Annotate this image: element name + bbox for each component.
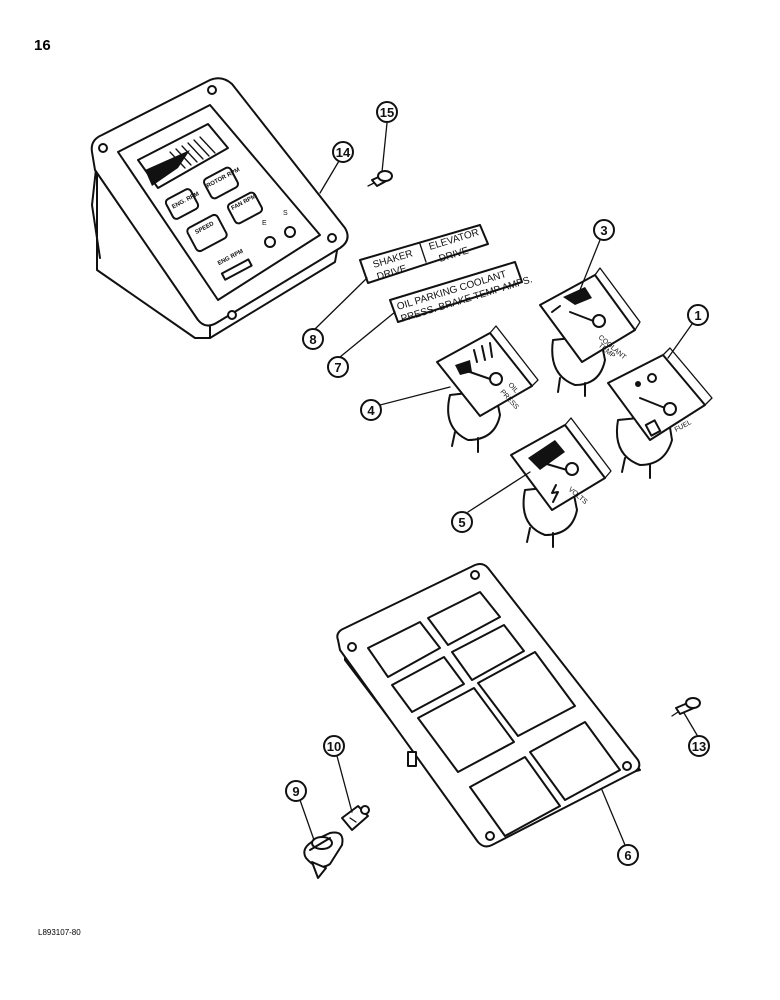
svg-text:5: 5 xyxy=(458,515,465,530)
leader-lines xyxy=(299,122,698,846)
fuel-gauge: FUEL xyxy=(607,347,713,479)
svg-text:10: 10 xyxy=(327,739,341,754)
svg-text:4: 4 xyxy=(367,403,375,418)
screw-13 xyxy=(671,697,701,717)
e-indicator-label: E xyxy=(262,220,267,227)
page-number: 16 xyxy=(34,37,51,54)
callout-8: 8 xyxy=(302,328,324,350)
panel-openings xyxy=(367,591,621,837)
svg-text:6: 6 xyxy=(624,848,631,863)
svg-text:15: 15 xyxy=(380,105,394,120)
rotor-rpm-button xyxy=(203,166,239,200)
callout-9: 9 xyxy=(285,780,307,802)
volts-gauge: VOLTS xyxy=(510,417,612,548)
callout-5: 5 xyxy=(451,511,473,533)
eng-rpm-button xyxy=(164,188,200,220)
svg-text:7: 7 xyxy=(334,360,341,375)
coolant-temp-gauge: COOLANT TEMP xyxy=(539,267,641,397)
callout-13: 13 xyxy=(688,735,710,757)
gauge-decal: OIL PARKING COOLANT PRESS. BRAKE TEMP AM… xyxy=(389,261,534,325)
svg-text:9: 9 xyxy=(292,784,299,799)
bulb-10 xyxy=(341,805,370,831)
s-indicator-label: S xyxy=(283,210,288,217)
callout-3: 3 xyxy=(593,219,615,241)
svg-text:1: 1 xyxy=(694,308,701,323)
gauge-panel xyxy=(336,563,641,848)
drive-decal: SHAKER DRIVE ELEVATOR DRIVE xyxy=(359,224,489,284)
speed-button xyxy=(186,213,228,253)
s-lamp xyxy=(284,226,296,238)
svg-text:13: 13 xyxy=(692,739,706,754)
screw-15 xyxy=(367,170,393,187)
callout-7: 7 xyxy=(327,356,349,378)
svg-text:14: 14 xyxy=(336,145,351,160)
figure-code: L893107-80 xyxy=(38,928,81,937)
socket-9 xyxy=(303,831,344,879)
svg-text:3: 3 xyxy=(600,223,607,238)
fan-rpm-button xyxy=(227,191,263,225)
callout-14: 14 xyxy=(332,141,354,163)
callout-10: 10 xyxy=(323,735,345,757)
callout-1: 1 xyxy=(687,304,709,326)
oil-pressure-gauge: OIL PRESS xyxy=(436,325,539,453)
svg-text:8: 8 xyxy=(309,332,316,347)
callout-15: 15 xyxy=(376,101,398,123)
callout-4: 4 xyxy=(360,399,382,421)
callout-6: 6 xyxy=(617,844,639,866)
e-lamp xyxy=(264,236,276,248)
performance-monitor: ENG. RPM ROTOR RPM SPEED FAN RPM E S ENG… xyxy=(90,77,349,339)
